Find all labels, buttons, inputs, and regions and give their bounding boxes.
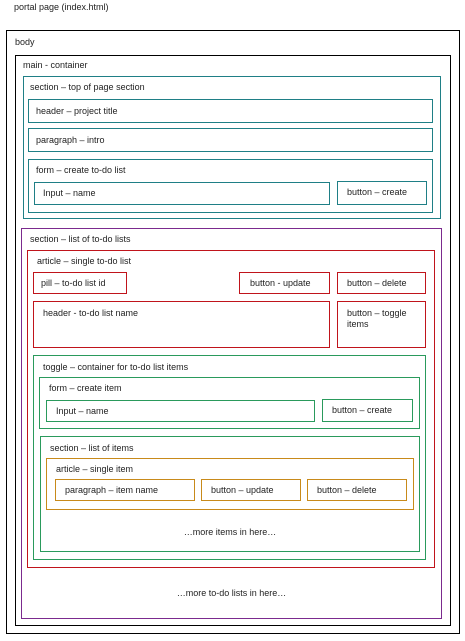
header-project-title-label: header – project title [36, 106, 118, 116]
article-single-item-box: article – single item [46, 458, 414, 510]
button-create-item-label: button – create [332, 405, 393, 415]
paragraph-intro-label: paragraph – intro [36, 135, 105, 145]
pill-list-id-box: pill – to-do list id [33, 272, 127, 294]
section-top-label: section – top of page section [30, 82, 145, 92]
more-lists-label: …more to-do lists in here… [176, 588, 287, 598]
button-delete-item-box: button – delete [307, 479, 407, 501]
main-container-box: main - container [15, 55, 451, 626]
pill-list-id-label: pill – to-do list id [41, 278, 106, 288]
paragraph-item-name-box: paragraph – item name [55, 479, 195, 501]
button-toggle-items-box: button – toggle items [337, 301, 426, 348]
button-delete-box: button – delete [337, 272, 426, 294]
input-name-label: Input – name [43, 188, 96, 198]
button-update-item-label: button – update [211, 485, 274, 495]
paragraph-item-name-label: paragraph – item name [65, 485, 159, 495]
form-create-list-label: form – create to-do list [36, 165, 126, 175]
header-project-title-box: header – project title [28, 99, 433, 123]
form-create-list-box: form – create to-do list [28, 159, 433, 213]
toggle-container-label: toggle – container for to-do list items [43, 362, 189, 372]
article-single-item-label: article – single item [56, 464, 134, 474]
input-name-box: Input – name [34, 182, 330, 205]
body-label: body [15, 37, 35, 47]
button-create-box: button – create [337, 181, 427, 205]
portal-page-label: portal page (index.html) [14, 2, 109, 12]
article-single-list-label: article – single to-do list [37, 256, 132, 266]
button-toggle-items-label: button – toggle items [347, 308, 407, 329]
input-name-item-label: Input – name [56, 406, 109, 416]
section-list-items-box: section – list of items [40, 436, 420, 552]
form-create-item-label: form – create item [49, 383, 122, 393]
button-create-label: button – create [347, 187, 408, 197]
header-list-name-label: header - to-do list name [43, 308, 139, 318]
button-update-item-box: button – update [201, 479, 301, 501]
form-create-item-box: form – create item [39, 377, 420, 429]
body-box: body [6, 30, 460, 634]
paragraph-intro-box: paragraph – intro [28, 128, 433, 152]
section-lists-box: section – list of to-do lists [21, 228, 442, 619]
toggle-container-box: toggle – container for to-do list items [33, 355, 426, 560]
main-container-label: main - container [23, 60, 88, 70]
article-single-list-box: article – single to-do list [27, 250, 435, 568]
section-top-box: section – top of page section [23, 76, 441, 219]
button-delete-item-label: button – delete [317, 485, 377, 495]
header-list-name-box: header - to-do list name [33, 301, 330, 348]
more-items-label: …more items in here… [183, 527, 277, 537]
button-update-label: button - update [250, 278, 311, 288]
button-create-item-box: button – create [322, 399, 413, 422]
section-lists-label: section – list of to-do lists [30, 234, 131, 244]
button-delete-label: button – delete [347, 278, 407, 288]
input-name-item-box: Input – name [46, 400, 315, 422]
section-list-items-label: section – list of items [50, 443, 134, 453]
button-update-box: button - update [239, 272, 330, 294]
